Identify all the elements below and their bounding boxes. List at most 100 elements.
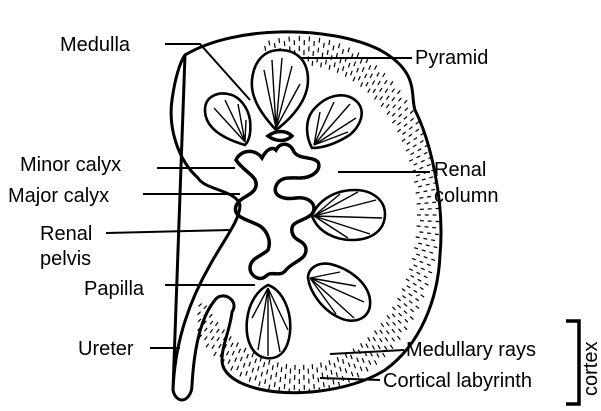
cortex-dot [418,186,422,187]
cortex-dot [348,363,350,368]
cortex-dot [240,357,242,361]
cortex-dot [318,377,319,382]
cortex-dot [210,321,213,324]
cortex-dot [405,319,408,322]
minor-calyx-notch [268,132,292,141]
cortex-dot [342,49,343,54]
cortex-dot [327,50,328,55]
cortex-dot [390,345,393,349]
cortex-dot [354,364,356,369]
cortex-bracket [566,321,579,404]
cortex-dot [259,381,260,386]
cortex-dot [324,382,325,387]
cortex-dot [380,338,382,342]
label-ureter: Ureter [78,338,134,360]
cortex-dot [402,289,405,292]
label-renal-column-1: Renal [434,159,486,181]
pyramid-middle-right [312,190,385,240]
cortex-dot [333,380,334,385]
cortex-dot [416,192,420,193]
cortex-dot [362,67,364,71]
cortex-dot [240,372,242,377]
renal-pelvis-outline [235,144,318,278]
cortex-dot [366,367,368,371]
cortex-dot [334,63,335,68]
cortex-dot [399,114,402,117]
cortex-dot [366,59,368,63]
cortex-dot [416,237,420,238]
cortex-dot [409,269,413,271]
cortex-dot [427,164,431,166]
cortex-dot [414,290,417,292]
cortex-dot [424,276,428,278]
cortex-dot [345,368,346,373]
ureter [173,385,192,400]
cortex-dot [265,46,266,51]
cortex-dot [407,142,411,144]
cortex-dot [420,261,424,263]
cortex-dot [410,317,413,320]
cortex-dot [360,367,362,371]
cortex-dot [392,89,395,93]
cortex-dot [398,107,401,110]
cortex-dot [368,337,370,341]
cortex-dot [231,366,233,370]
cortex-dot [272,365,273,370]
cortex-dot [398,336,401,340]
cortex-dot [398,129,401,132]
cortex-dot [228,360,230,364]
cortex-dot [418,243,422,244]
cortex-dot [261,372,262,377]
cortex-dot [410,309,413,312]
cortex-dot [264,362,265,367]
cortex-dot [357,373,359,378]
cortex-dot [365,74,367,78]
cortex-dot [360,59,362,63]
cortex-dot [215,322,218,326]
cortex-dot [404,327,407,330]
cortex-dot [237,366,239,370]
cortex-dot [205,337,208,341]
cortex-dot [373,337,375,341]
cortex-dot [274,43,275,48]
cortex-dot [269,360,270,365]
cortex-dot [375,65,377,69]
cortex-dot [227,351,229,355]
cortex-dot [329,385,330,390]
cortex-dot [235,358,237,362]
cortex-dot [269,41,270,46]
cortex-dot [267,370,268,375]
cortex-dot [343,359,344,364]
cortex-dot [420,287,424,289]
cortex-dot [249,362,251,367]
cortex-dot [416,299,419,301]
cortex-dot [386,104,389,108]
cortex-dot [386,322,389,326]
cortex-dot [331,370,332,375]
cortex-dot [274,382,275,387]
cortex-dot [416,254,420,255]
label-cortex: cortex [580,342,601,396]
cortex-dot [402,296,405,299]
cortex-dot [416,129,419,131]
cortex-dot [410,118,413,121]
pyramid-top [252,50,308,130]
cortex-dot [313,374,314,379]
cortex-dot [427,264,431,266]
cortex-dot [211,336,214,340]
cortex-dot [313,51,314,56]
label-major-calyx: Major calyx [8,185,109,207]
cortex-dot [373,89,375,93]
cortex-dot [366,82,368,86]
cortex-dot [204,306,207,309]
cortex-dot [404,116,407,119]
cortex-dot [399,329,402,332]
cortex-dot [383,73,385,77]
cortex-dot [362,358,364,362]
cortex-dot [398,320,401,323]
cortex-dot [372,345,374,349]
cortex-dot [357,53,359,58]
cortex-dot [433,247,437,248]
cortex-dot [339,382,340,387]
